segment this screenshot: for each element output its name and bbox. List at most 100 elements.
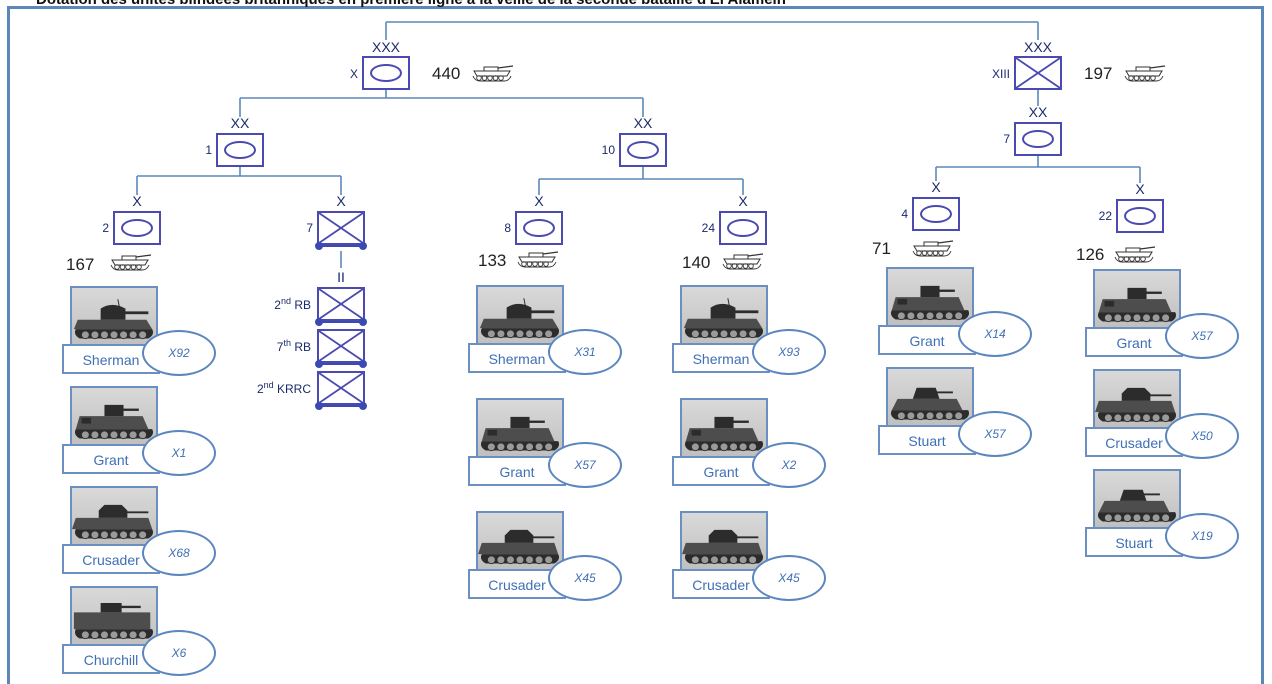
brigade-number-label: 4 xyxy=(901,207,908,221)
brigade-echelon-label: X xyxy=(738,193,748,209)
armour-oval-icon xyxy=(920,205,952,223)
brigade-b2-symbol xyxy=(113,211,161,245)
infantry-cross-icon xyxy=(319,213,363,243)
battalion-symbol xyxy=(317,287,365,321)
corps-number-label: XIII xyxy=(991,67,1010,81)
wheel-icon xyxy=(359,360,367,368)
brigade-number-label: 24 xyxy=(701,221,715,235)
armour-oval-icon xyxy=(1022,130,1054,148)
battalion-label: 2nd KRRC xyxy=(256,380,311,396)
sherman-photo xyxy=(476,285,564,347)
sherman-photo xyxy=(70,286,158,348)
crusader-photo xyxy=(70,486,158,548)
brigade-b8-symbol xyxy=(515,211,563,245)
brigade-b7-symbol xyxy=(317,211,365,245)
vehicle-count-bubble: X6 xyxy=(142,630,216,676)
vehicle-card: Churchill xyxy=(62,586,160,674)
battalion-echelon-label: II xyxy=(337,269,345,285)
brigade-number-label: 2 xyxy=(102,221,109,235)
wheel-axle xyxy=(319,245,363,247)
division-echelon-label: XX xyxy=(1028,104,1048,120)
brigade-echelon-label: X xyxy=(534,193,544,209)
crusader-photo xyxy=(680,511,768,573)
brigade-number-label: 8 xyxy=(504,221,511,235)
vehicle-count-bubble: X31 xyxy=(548,329,622,375)
division-echelon-label: XX xyxy=(633,115,653,131)
division-d10-symbol xyxy=(619,133,667,167)
vehicle-card: Sherman xyxy=(62,286,160,374)
battalion-symbol xyxy=(317,371,365,405)
chart-title: Dotation des unités blindées britannique… xyxy=(36,0,786,8)
armour-oval-icon xyxy=(224,141,256,159)
armour-oval-icon xyxy=(121,219,153,237)
infantry-cross-icon xyxy=(319,331,363,361)
brigade-number-label: 22 xyxy=(1098,209,1112,223)
vehicle-card: Stuart xyxy=(878,367,976,455)
brigade-echelon-label: X xyxy=(931,179,941,195)
armour-oval-icon xyxy=(370,64,402,82)
brigade-echelon-label: X xyxy=(1135,181,1145,197)
grant-photo xyxy=(886,267,974,329)
vehicle-count-bubble: X68 xyxy=(142,530,216,576)
brigade-tank-count: 133 xyxy=(478,251,507,270)
grant-photo xyxy=(70,386,158,448)
armour-oval-icon xyxy=(727,219,759,237)
wheel-icon xyxy=(359,318,367,326)
corps-x-symbol xyxy=(362,56,410,90)
division-echelon-label: XX xyxy=(230,115,250,131)
vehicle-card: Sherman xyxy=(672,285,770,373)
infantry-cross-icon xyxy=(1016,58,1060,88)
wheel-icon xyxy=(315,242,323,250)
division-d1-symbol xyxy=(216,133,264,167)
diagram-frame xyxy=(7,6,1264,684)
wheel-icon xyxy=(315,318,323,326)
division-number-label: 1 xyxy=(205,143,212,157)
brigade-number-label: 7 xyxy=(306,221,313,235)
vehicle-count-bubble: X45 xyxy=(752,555,826,601)
vehicle-count-bubble: X57 xyxy=(548,442,622,488)
brigade-echelon-label: X xyxy=(336,193,346,209)
brigade-echelon-label: X xyxy=(132,193,142,209)
wheel-icon xyxy=(315,402,323,410)
vehicle-card: Crusader xyxy=(1085,369,1183,457)
brigade-b24-symbol xyxy=(719,211,767,245)
stuart-photo xyxy=(1093,469,1181,531)
armour-oval-icon xyxy=(523,219,555,237)
tank-icon xyxy=(515,248,559,273)
vehicle-card: Grant xyxy=(672,398,770,486)
corps-number-label: X xyxy=(349,67,358,81)
vehicle-count-bubble: X57 xyxy=(1165,313,1239,359)
crusader-photo xyxy=(476,511,564,573)
division-d7-symbol xyxy=(1014,122,1062,156)
tank-icon xyxy=(108,251,152,276)
brigade-tank-count: 167 xyxy=(66,255,95,274)
armour-oval-icon xyxy=(1124,207,1156,225)
grant-photo xyxy=(680,398,768,460)
tank-icon xyxy=(470,62,514,87)
infantry-cross-icon xyxy=(319,289,363,319)
brigade-tank-count: 140 xyxy=(682,253,711,272)
vehicle-count-bubble: X57 xyxy=(958,411,1032,457)
vehicle-count-bubble: X2 xyxy=(752,442,826,488)
wheel-axle xyxy=(319,321,363,323)
wheel-axle xyxy=(319,363,363,365)
division-number-label: 7 xyxy=(1003,132,1010,146)
stuart-photo xyxy=(886,367,974,429)
division-number-label: 10 xyxy=(601,143,615,157)
vehicle-count-bubble: X92 xyxy=(142,330,216,376)
vehicle-name-label: Churchill xyxy=(62,644,160,674)
corps-xiii-symbol xyxy=(1014,56,1062,90)
vehicle-card: Grant xyxy=(62,386,160,474)
vehicle-count-bubble: X19 xyxy=(1165,513,1239,559)
vehicle-card: Grant xyxy=(1085,269,1183,357)
battalion-label: 2nd RB xyxy=(274,296,311,312)
vehicle-card: Stuart xyxy=(1085,469,1183,557)
sherman-photo xyxy=(680,285,768,347)
corps-echelon-label: XXX xyxy=(1023,39,1052,55)
brigade-tank-count: 71 xyxy=(872,239,891,258)
corps-tank-count: 440 xyxy=(432,64,461,83)
vehicle-count-bubble: X14 xyxy=(958,311,1032,357)
tank-icon xyxy=(1112,243,1156,268)
brigade-b22-symbol xyxy=(1116,199,1164,233)
